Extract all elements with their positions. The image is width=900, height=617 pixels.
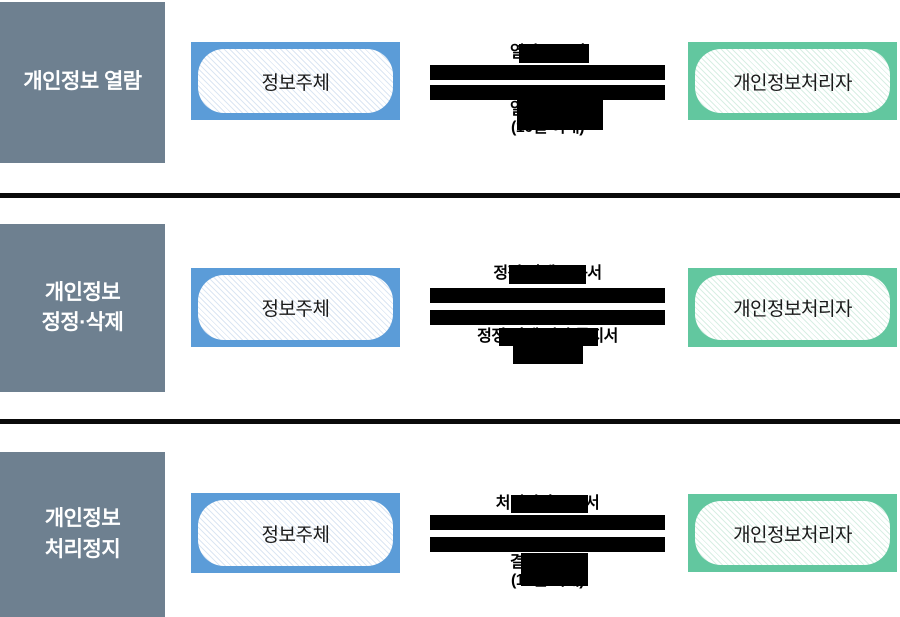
arrow-bar-redacted bbox=[430, 310, 665, 325]
section-title-line: 개인정보 bbox=[44, 280, 121, 304]
section-title-stop-processing: 개인정보 처리정지 bbox=[0, 452, 165, 617]
subject-label: 정보주체 bbox=[198, 49, 393, 113]
arrow-bar-redacted bbox=[430, 65, 665, 80]
section-title-line: 개인정보 열람 bbox=[23, 70, 142, 94]
section-title-line: 정정·삭제 bbox=[41, 311, 124, 334]
section-divider bbox=[0, 193, 900, 198]
section-title-line: 개인정보 bbox=[44, 507, 121, 531]
redaction-bar bbox=[509, 265, 586, 284]
section-title-correct-delete: 개인정보 정정·삭제 bbox=[0, 224, 165, 392]
redaction-bar bbox=[517, 100, 603, 130]
processor-box: 개인정보처리자 bbox=[688, 494, 897, 572]
subject-box: 정보주체 bbox=[191, 493, 400, 573]
processor-box: 개인정보처리자 bbox=[688, 42, 897, 120]
section-title-view: 개인정보 열람 bbox=[0, 2, 165, 163]
subject-label: 정보주체 bbox=[198, 275, 393, 340]
processor-box: 개인정보처리자 bbox=[688, 268, 897, 347]
redaction-bar bbox=[513, 346, 583, 364]
arrow-bar-redacted bbox=[430, 537, 665, 552]
redaction-bar bbox=[499, 328, 598, 346]
section-title-line: 처리정지 bbox=[44, 537, 121, 561]
subject-box: 정보주체 bbox=[191, 268, 400, 347]
redaction-bar bbox=[519, 44, 589, 63]
redaction-bar bbox=[521, 553, 588, 586]
processor-label: 개인정보처리자 bbox=[695, 49, 890, 113]
subject-label: 정보주체 bbox=[198, 500, 393, 566]
processor-label: 개인정보처리자 bbox=[695, 501, 890, 565]
subject-box: 정보주체 bbox=[191, 42, 400, 120]
arrow-bar-redacted bbox=[430, 85, 665, 100]
redaction-bar bbox=[511, 495, 588, 513]
arrow-bar-redacted bbox=[430, 288, 665, 303]
processor-label: 개인정보처리자 bbox=[695, 275, 890, 340]
arrow-bar-redacted bbox=[430, 515, 665, 530]
section-divider bbox=[0, 419, 900, 424]
